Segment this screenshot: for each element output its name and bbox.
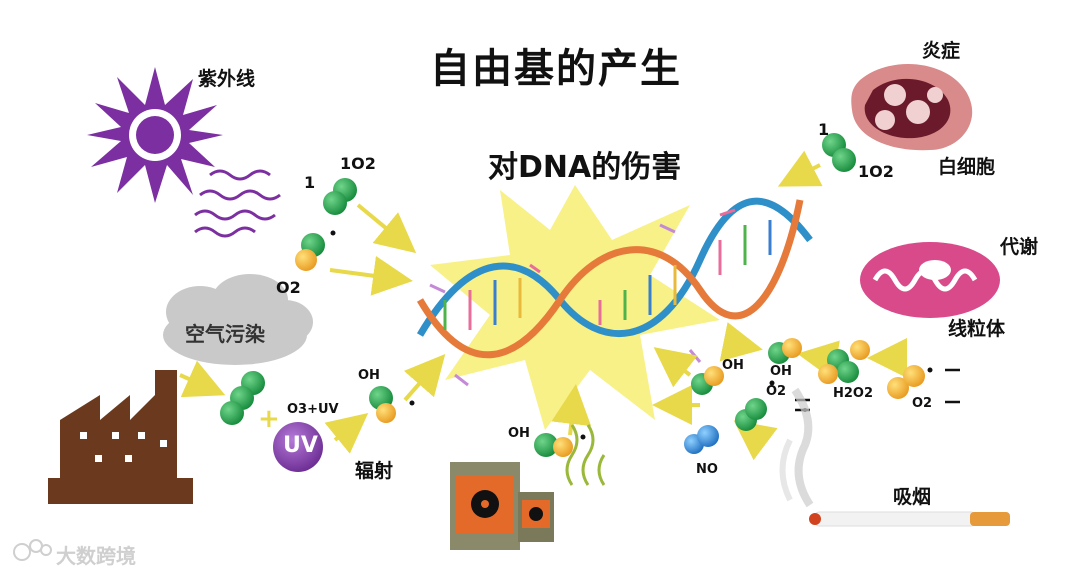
label-radiation: 辐射: [355, 460, 394, 482]
diagram-title: 自由基的产生: [430, 46, 682, 92]
label-o2-left: O2: [276, 278, 301, 297]
label-o2-right: O2: [766, 384, 787, 399]
label-o2-far-right: O2: [912, 396, 933, 411]
mitochondria-icon: [860, 242, 1000, 318]
radiation-barrel-icon: [450, 424, 606, 550]
label-oh-bottom: OH: [508, 426, 530, 441]
hydroxyl-bottom: [534, 433, 586, 457]
label-singlet-one-left: 1: [304, 173, 316, 192]
label-singlet-one-right: 1: [818, 120, 830, 139]
o2-radical-left: [295, 230, 336, 271]
label-inflammation: 炎症: [922, 40, 961, 62]
pollution-molecule: [220, 371, 265, 425]
factory-icon: [48, 370, 193, 504]
label-oh-right1: OH: [722, 358, 744, 373]
cell-icon: [851, 63, 973, 151]
uv-rays: [194, 169, 281, 238]
sun-icon: [87, 67, 223, 203]
label-oh-right2: OH: [770, 364, 792, 379]
label-singlet-o2-left: 1O2: [340, 154, 376, 173]
label-air-pollution: 空气污染: [185, 322, 265, 346]
label-metabolism: 代谢: [1000, 236, 1039, 258]
label-uv-ball: UV: [283, 433, 318, 458]
singlet-oxygen-right: [822, 133, 856, 172]
watermark-text: 大数跨境: [56, 544, 136, 568]
dna-icon: [416, 197, 813, 387]
label-h2o2: H2O2: [833, 386, 874, 401]
label-smoking: 吸烟: [893, 486, 932, 508]
label-white-cell: 白细胞: [938, 156, 996, 178]
label-o3-uv: O3+UV: [287, 402, 339, 417]
burst-star: [430, 185, 720, 430]
label-mitochondria: 线粒体: [948, 318, 1006, 340]
center-label: 对DNA的伤害: [488, 150, 682, 185]
watermark-logo-icon: [13, 539, 52, 561]
cloud-icon: [163, 274, 313, 365]
uv-ball-icon: [273, 422, 323, 472]
right-molecules: [684, 338, 925, 454]
label-singlet-o2-right: 1O2: [858, 162, 894, 181]
label-oh-left: OH: [358, 368, 380, 383]
cigarette-icon: [779, 387, 1010, 527]
label-uv: 紫外线: [198, 68, 256, 90]
hydroxyl-left: [369, 386, 415, 423]
plus-sign: +: [258, 404, 280, 434]
singlet-oxygen-left: [323, 178, 357, 215]
label-no: NO: [696, 462, 718, 477]
